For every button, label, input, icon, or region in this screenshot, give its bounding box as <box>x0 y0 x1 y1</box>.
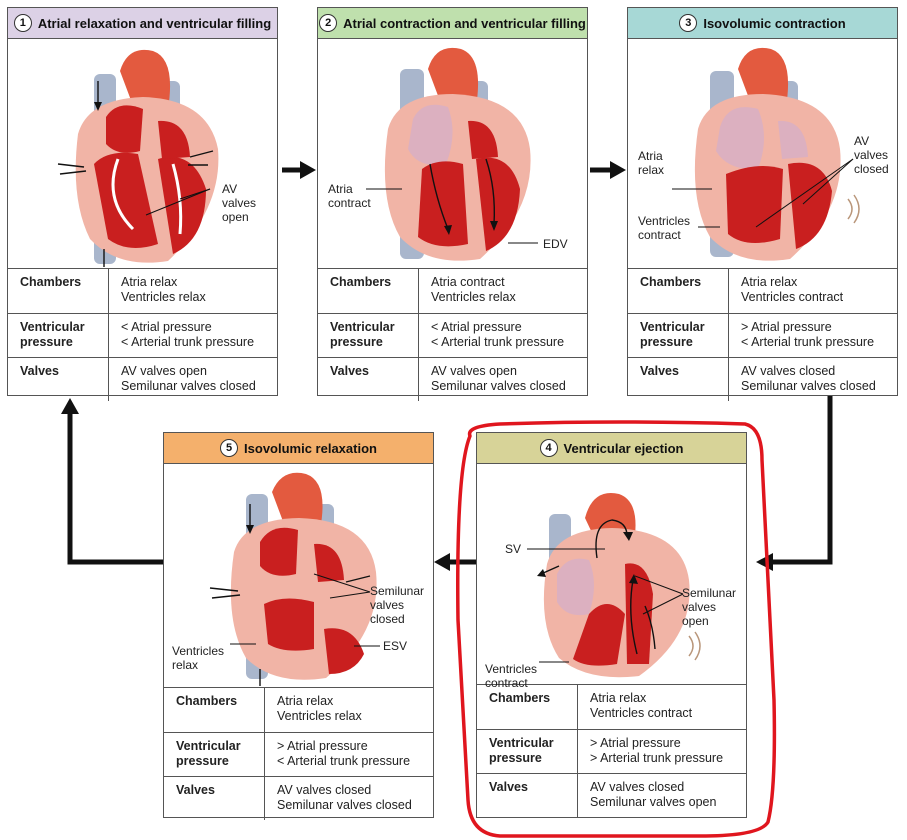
chambers-value: Atria relax Ventricles relax <box>277 694 362 723</box>
fig-label-ventricles-contract: Ventricles contract <box>485 662 538 690</box>
table-row: Chambers Atria relax Ventricles contract <box>628 269 897 313</box>
phase-1-table: Chambers Atria relax Ventricles relax Ven… <box>8 269 277 401</box>
fig-label-semilunar-valves-open: Semilunar valves open <box>682 586 737 628</box>
phase-panel-2: 2 Atrial contraction and ventricular fil… <box>317 7 588 401</box>
table-row: Ventricular pressure> Atrial pressure < … <box>164 731 433 776</box>
phase-panel-5: 5 Isovolumic relaxation Semilunar valves… <box>163 432 434 820</box>
fig-label-av-valves-closed: AV valves closed <box>854 134 889 176</box>
heart-icon <box>366 47 538 261</box>
phase-1-title: Atrial relaxation and ventricular fillin… <box>37 15 272 31</box>
chambers-value: Atria relax Ventricles contract <box>741 275 844 304</box>
valves-value: AV valves open Semilunar valves closed <box>108 356 277 401</box>
pressure-value: > Atrial pressure < Arterial trunk press… <box>728 312 897 357</box>
valves-value: AV valves open Semilunar valves closed <box>418 356 587 401</box>
table-row: Ventricular pressure< Atrial pressure < … <box>318 312 587 357</box>
fig-label-ventricles-relax: Ventricles relax <box>172 644 225 672</box>
row-label-chambers: Chambers <box>8 269 109 313</box>
pressure-value: > Atrial pressure > Arterial trunk press… <box>577 728 746 773</box>
row-label-valves: Valves <box>164 775 265 820</box>
arrow-2-to-3 <box>590 161 626 179</box>
heart-icon <box>57 49 219 267</box>
phase-5-table: Chambers Atria relax Ventricles relax Ven… <box>164 688 433 820</box>
phase-4-header: 4 Ventricular ejection <box>477 433 746 464</box>
phase-panel-3: 3 Isovolumic contraction Atria relax AV … <box>627 7 898 401</box>
phase-3-figure: Atria relax AV valves closed Ventricles … <box>628 39 897 269</box>
table-row: Ventricular pressure> Atrial pressure < … <box>628 312 897 357</box>
table-row: Ventricular pressure< Atrial pressure < … <box>8 312 277 357</box>
phase-2-number: 2 <box>319 14 338 32</box>
phase-5-figure: Semilunar valves closed Ventricles relax… <box>164 464 433 688</box>
table-row: Chambers Atria relax Ventricles relax <box>164 688 433 732</box>
fig-label-sv: SV <box>505 542 522 556</box>
phase-1-figure: AV valves open <box>8 39 277 269</box>
chambers-value: Atria relax Ventricles contract <box>590 691 693 720</box>
valves-value: AV valves closed Semilunar valves open <box>577 772 746 817</box>
phase-3-header: 3 Isovolumic contraction <box>628 8 897 39</box>
phase-5-header: 5 Isovolumic relaxation <box>164 433 433 464</box>
row-label-chambers: Chambers <box>628 269 729 313</box>
fig-label-semilunar-valves-closed: Semilunar valves closed <box>370 584 425 626</box>
phase-4-title: Ventricular ejection <box>563 440 684 456</box>
table-row: Chambers Atria relax Ventricles relax <box>8 269 277 313</box>
arrow-3-to-4 <box>756 396 833 571</box>
fig-label-atria-relax: Atria relax <box>638 149 665 177</box>
fig-label-ventricles-contract: Ventricles contract <box>638 214 691 242</box>
row-label-valves: Valves <box>628 356 729 401</box>
fig-label-atria-contract: Atria contract <box>328 182 371 210</box>
row-label-valves: Valves <box>318 356 419 401</box>
row-label-pressure: Ventricular pressure <box>318 312 419 357</box>
heart-icon <box>527 493 701 678</box>
fig-label-esv: ESV <box>383 639 408 653</box>
heart-icon <box>209 472 380 686</box>
arrow-1-to-2 <box>282 161 316 179</box>
row-label-valves: Valves <box>8 356 109 401</box>
arrow-4-to-5 <box>434 553 476 571</box>
phase-1-number: 1 <box>13 14 32 32</box>
table-row: Chambers Atria relax Ventricles contract <box>477 685 746 729</box>
phase-2-header: 2 Atrial contraction and ventricular fil… <box>318 8 587 39</box>
phase-4-figure: SV Semilunar valves open Ventricles cont… <box>477 464 746 690</box>
chambers-value: Atria relax Ventricles relax <box>121 275 206 304</box>
phase-3-title: Isovolumic contraction <box>703 15 846 31</box>
phase-3-number: 3 <box>679 14 698 32</box>
row-label-pressure: Ventricular pressure <box>8 312 109 357</box>
valves-value: AV valves closed Semilunar valves closed <box>264 775 433 820</box>
table-row: Chambers Atria contract Ventricles relax <box>318 269 587 313</box>
heart-icon <box>672 47 860 261</box>
pressure-value: > Atrial pressure < Arterial trunk press… <box>264 731 433 776</box>
row-label-chambers: Chambers <box>477 685 578 729</box>
pressure-value: < Atrial pressure < Arterial trunk press… <box>418 312 587 357</box>
phase-5-title: Isovolumic relaxation <box>244 440 377 456</box>
table-row: Ventricular pressure> Atrial pressure > … <box>477 728 746 773</box>
chambers-value: Atria contract Ventricles relax <box>431 275 516 304</box>
phase-4-number: 4 <box>539 439 558 457</box>
phase-2-figure: Atria contract EDV <box>318 39 587 269</box>
phase-2-title: Atrial contraction and ventricular filli… <box>343 15 586 31</box>
row-label-chambers: Chambers <box>318 269 419 313</box>
phase-5-number: 5 <box>220 439 239 457</box>
phase-1-header: 1 Atrial relaxation and ventricular fill… <box>8 8 277 39</box>
fig-label-edv: EDV <box>543 237 568 251</box>
row-label-valves: Valves <box>477 772 578 817</box>
valves-value: AV valves closed Semilunar valves closed <box>728 356 897 401</box>
fig-label-av-valves-open: AV valves open <box>222 182 257 224</box>
row-label-chambers: Chambers <box>164 688 265 732</box>
row-label-pressure: Ventricular pressure <box>164 731 265 776</box>
arrow-5-to-1 <box>61 398 164 565</box>
row-label-pressure: Ventricular pressure <box>628 312 729 357</box>
phase-panel-1: 1 Atrial relaxation and ventricular fill… <box>7 7 278 401</box>
row-label-pressure: Ventricular pressure <box>477 728 578 773</box>
pressure-value: < Atrial pressure < Arterial trunk press… <box>108 312 277 357</box>
phase-panel-4: 4 Ventricular ejection SV Semilu <box>476 432 747 818</box>
